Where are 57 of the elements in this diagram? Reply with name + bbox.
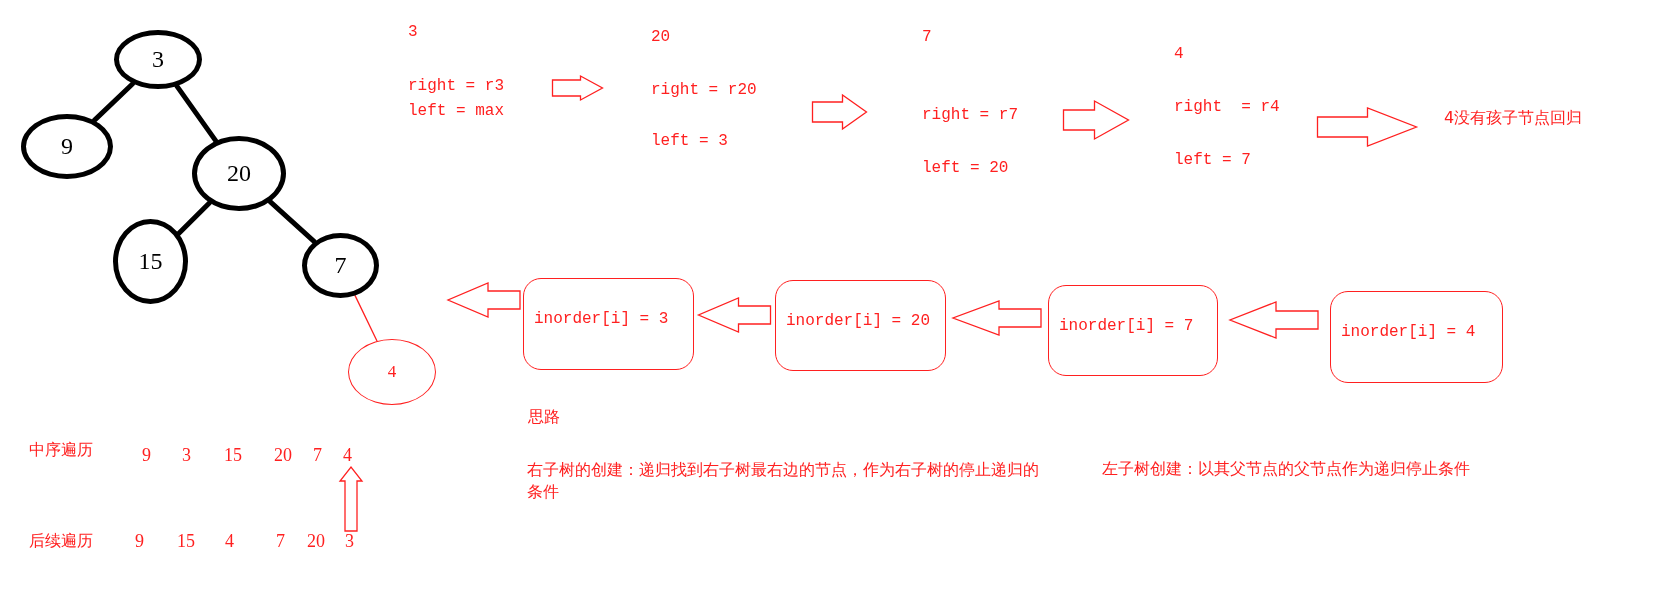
row-label: 中序遍历 [29, 440, 93, 461]
tree-node-circle: 20 [192, 136, 286, 211]
code-line: right = r3 [408, 76, 504, 96]
code-text: inorder[i] = 3 [534, 309, 669, 329]
block-arrow [696, 297, 772, 333]
node-value: 3 [408, 22, 418, 42]
code-text: inorder[i] = 7 [1059, 316, 1194, 336]
code-text: inorder[i] = 4 [1341, 322, 1476, 342]
rounded-box [1330, 291, 1503, 383]
block-arrow [446, 282, 521, 318]
code-line: right = r20 [651, 80, 757, 100]
code-line: right = r4 [1174, 97, 1280, 117]
block-arrow [1062, 99, 1130, 141]
sequence-value: 3 [345, 531, 354, 552]
tree-edge-line [91, 81, 136, 123]
sequence-value: 7 [313, 445, 322, 466]
tree-edge-line [354, 294, 378, 342]
sequence-value: 15 [224, 445, 242, 466]
tree-edge-line [267, 199, 317, 245]
sequence-value: 7 [276, 531, 285, 552]
note-text: 右子树的创建：递归找到右子树最右边的节点，作为右子树的停止递归的条件 [527, 459, 1040, 503]
rounded-box [523, 278, 694, 370]
sequence-value: 3 [182, 445, 191, 466]
node-value: 7 [922, 27, 932, 47]
tree-edge-line [174, 83, 219, 144]
sequence-value: 9 [142, 445, 151, 466]
tree-edge-line [176, 200, 213, 236]
code-line: left = max [408, 101, 504, 121]
sequence-value: 9 [135, 531, 144, 552]
code-text: inorder[i] = 20 [786, 311, 931, 331]
block-arrow [338, 465, 364, 532]
sequence-value: 15 [177, 531, 195, 552]
block-arrow [811, 93, 868, 131]
block-arrow [551, 74, 604, 102]
sequence-value: 4 [225, 531, 234, 552]
row-label: 左子树创建：以其父节点的父节点作为递归停止条件 [1102, 459, 1470, 480]
code-line: left = 20 [922, 158, 1009, 178]
sequence-value: 4 [343, 445, 352, 466]
row-label: 后续遍历 [29, 531, 93, 552]
node-value: 4 [1174, 44, 1184, 64]
block-arrow [1228, 301, 1319, 339]
tree-node-circle: 15 [113, 219, 188, 304]
tree-node-circle: 9 [21, 114, 113, 179]
rounded-box [1048, 285, 1218, 376]
tree-node-circle: 7 [302, 233, 379, 298]
block-arrow [951, 300, 1042, 336]
code-line: left = 7 [1174, 150, 1251, 170]
heading-text: 思路 [528, 407, 560, 428]
block-arrow [1316, 107, 1419, 147]
sequence-value: 20 [307, 531, 325, 552]
node-value: 20 [651, 27, 671, 47]
code-line: left = 3 [651, 131, 728, 151]
tree-node-circle: 3 [114, 30, 202, 89]
sequence-value: 20 [274, 445, 292, 466]
rounded-box [775, 280, 946, 371]
note-text: 4没有孩子节点回归 [1444, 108, 1583, 129]
code-line: right = r7 [922, 105, 1018, 125]
